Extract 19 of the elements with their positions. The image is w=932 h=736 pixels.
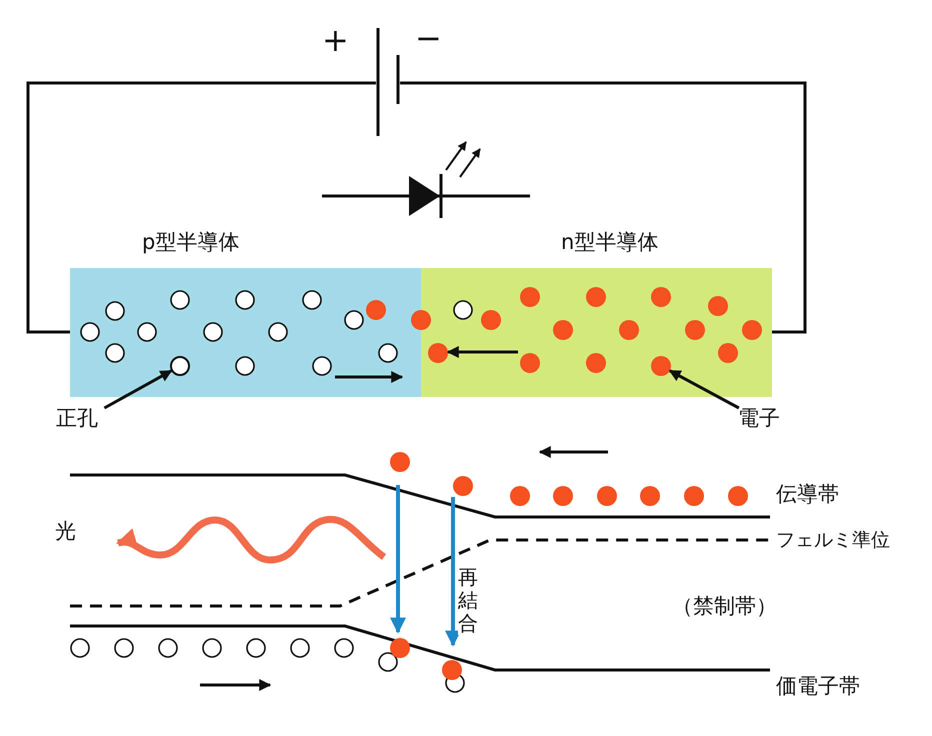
- electron: [651, 356, 671, 376]
- polarity-sign: +: [322, 24, 349, 56]
- recombination-label: 再結合: [458, 566, 479, 635]
- region-heading: p型半導体: [142, 232, 240, 253]
- band-label: 価電子帯: [776, 676, 860, 697]
- band-label: フェルミ準位: [776, 531, 890, 550]
- region-heading: n型半導体: [561, 232, 658, 253]
- battery-symbol: [376, 28, 400, 136]
- electron-label: 電子: [738, 408, 788, 434]
- band-label: 伝導帯: [776, 484, 839, 505]
- circuit-wire: [26, 82, 376, 334]
- hole: [170, 356, 190, 376]
- leader-line: [668, 369, 740, 410]
- circuit-wire: [400, 82, 806, 334]
- leader-line: [104, 370, 172, 410]
- hole-label: 正孔: [56, 408, 106, 434]
- light-label: 光: [55, 521, 76, 542]
- polarity-sign: −: [415, 22, 442, 54]
- band-label: （禁制帯）: [672, 596, 777, 617]
